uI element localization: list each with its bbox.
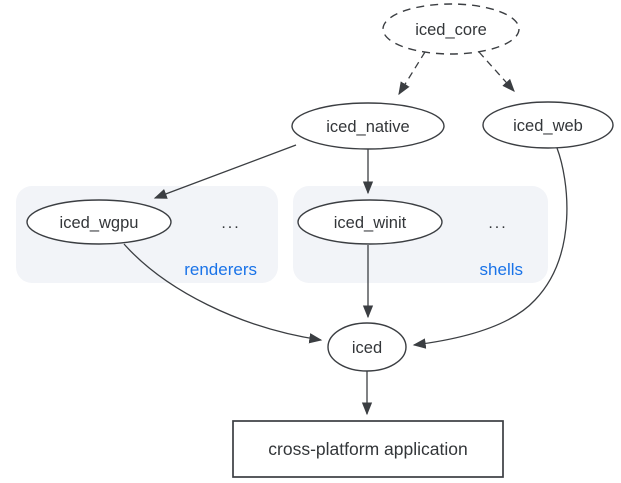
edge-iced_native-iced_wgpu <box>153 144 297 199</box>
node-iced-native-label: iced_native <box>326 118 409 136</box>
group-renderers-label: renderers <box>184 260 257 279</box>
node-iced-label: iced <box>352 339 382 357</box>
node-app-shape <box>232 420 504 478</box>
edge-iced_core-iced_web <box>478 51 515 92</box>
node-iced-core: iced_core <box>382 3 520 55</box>
node-iced-wgpu-shape <box>26 199 172 245</box>
node-iced-web-shape <box>482 101 614 149</box>
node-iced-core-shape <box>382 3 520 55</box>
node-iced-core-label: iced_core <box>415 21 487 39</box>
node-iced-wgpu: iced_wgpu <box>26 199 172 245</box>
node-iced-shape <box>327 322 407 372</box>
node-iced-web: iced_web <box>482 101 614 149</box>
node-iced: iced <box>327 322 407 372</box>
node-app: cross-platform application <box>232 420 504 478</box>
node-iced-winit: iced_winit <box>297 199 443 245</box>
node-app-label: cross-platform application <box>268 439 467 459</box>
node-iced-web-label: iced_web <box>513 117 583 135</box>
group-shells-label: shells <box>480 260 523 279</box>
group-shells-ellipsis: ... <box>488 215 507 232</box>
group-renderers-ellipsis: ... <box>221 215 240 232</box>
edge-iced_wgpu-iced <box>123 243 323 344</box>
edge-iced_core-iced_native <box>398 51 426 96</box>
node-iced-winit-shape <box>297 199 443 245</box>
node-iced-wgpu-label: iced_wgpu <box>60 214 139 232</box>
node-iced-native: iced_native <box>291 102 445 150</box>
node-iced-winit-label: iced_winit <box>334 214 407 232</box>
node-iced-native-shape <box>291 102 445 150</box>
edge-iced_web-iced <box>412 147 568 349</box>
